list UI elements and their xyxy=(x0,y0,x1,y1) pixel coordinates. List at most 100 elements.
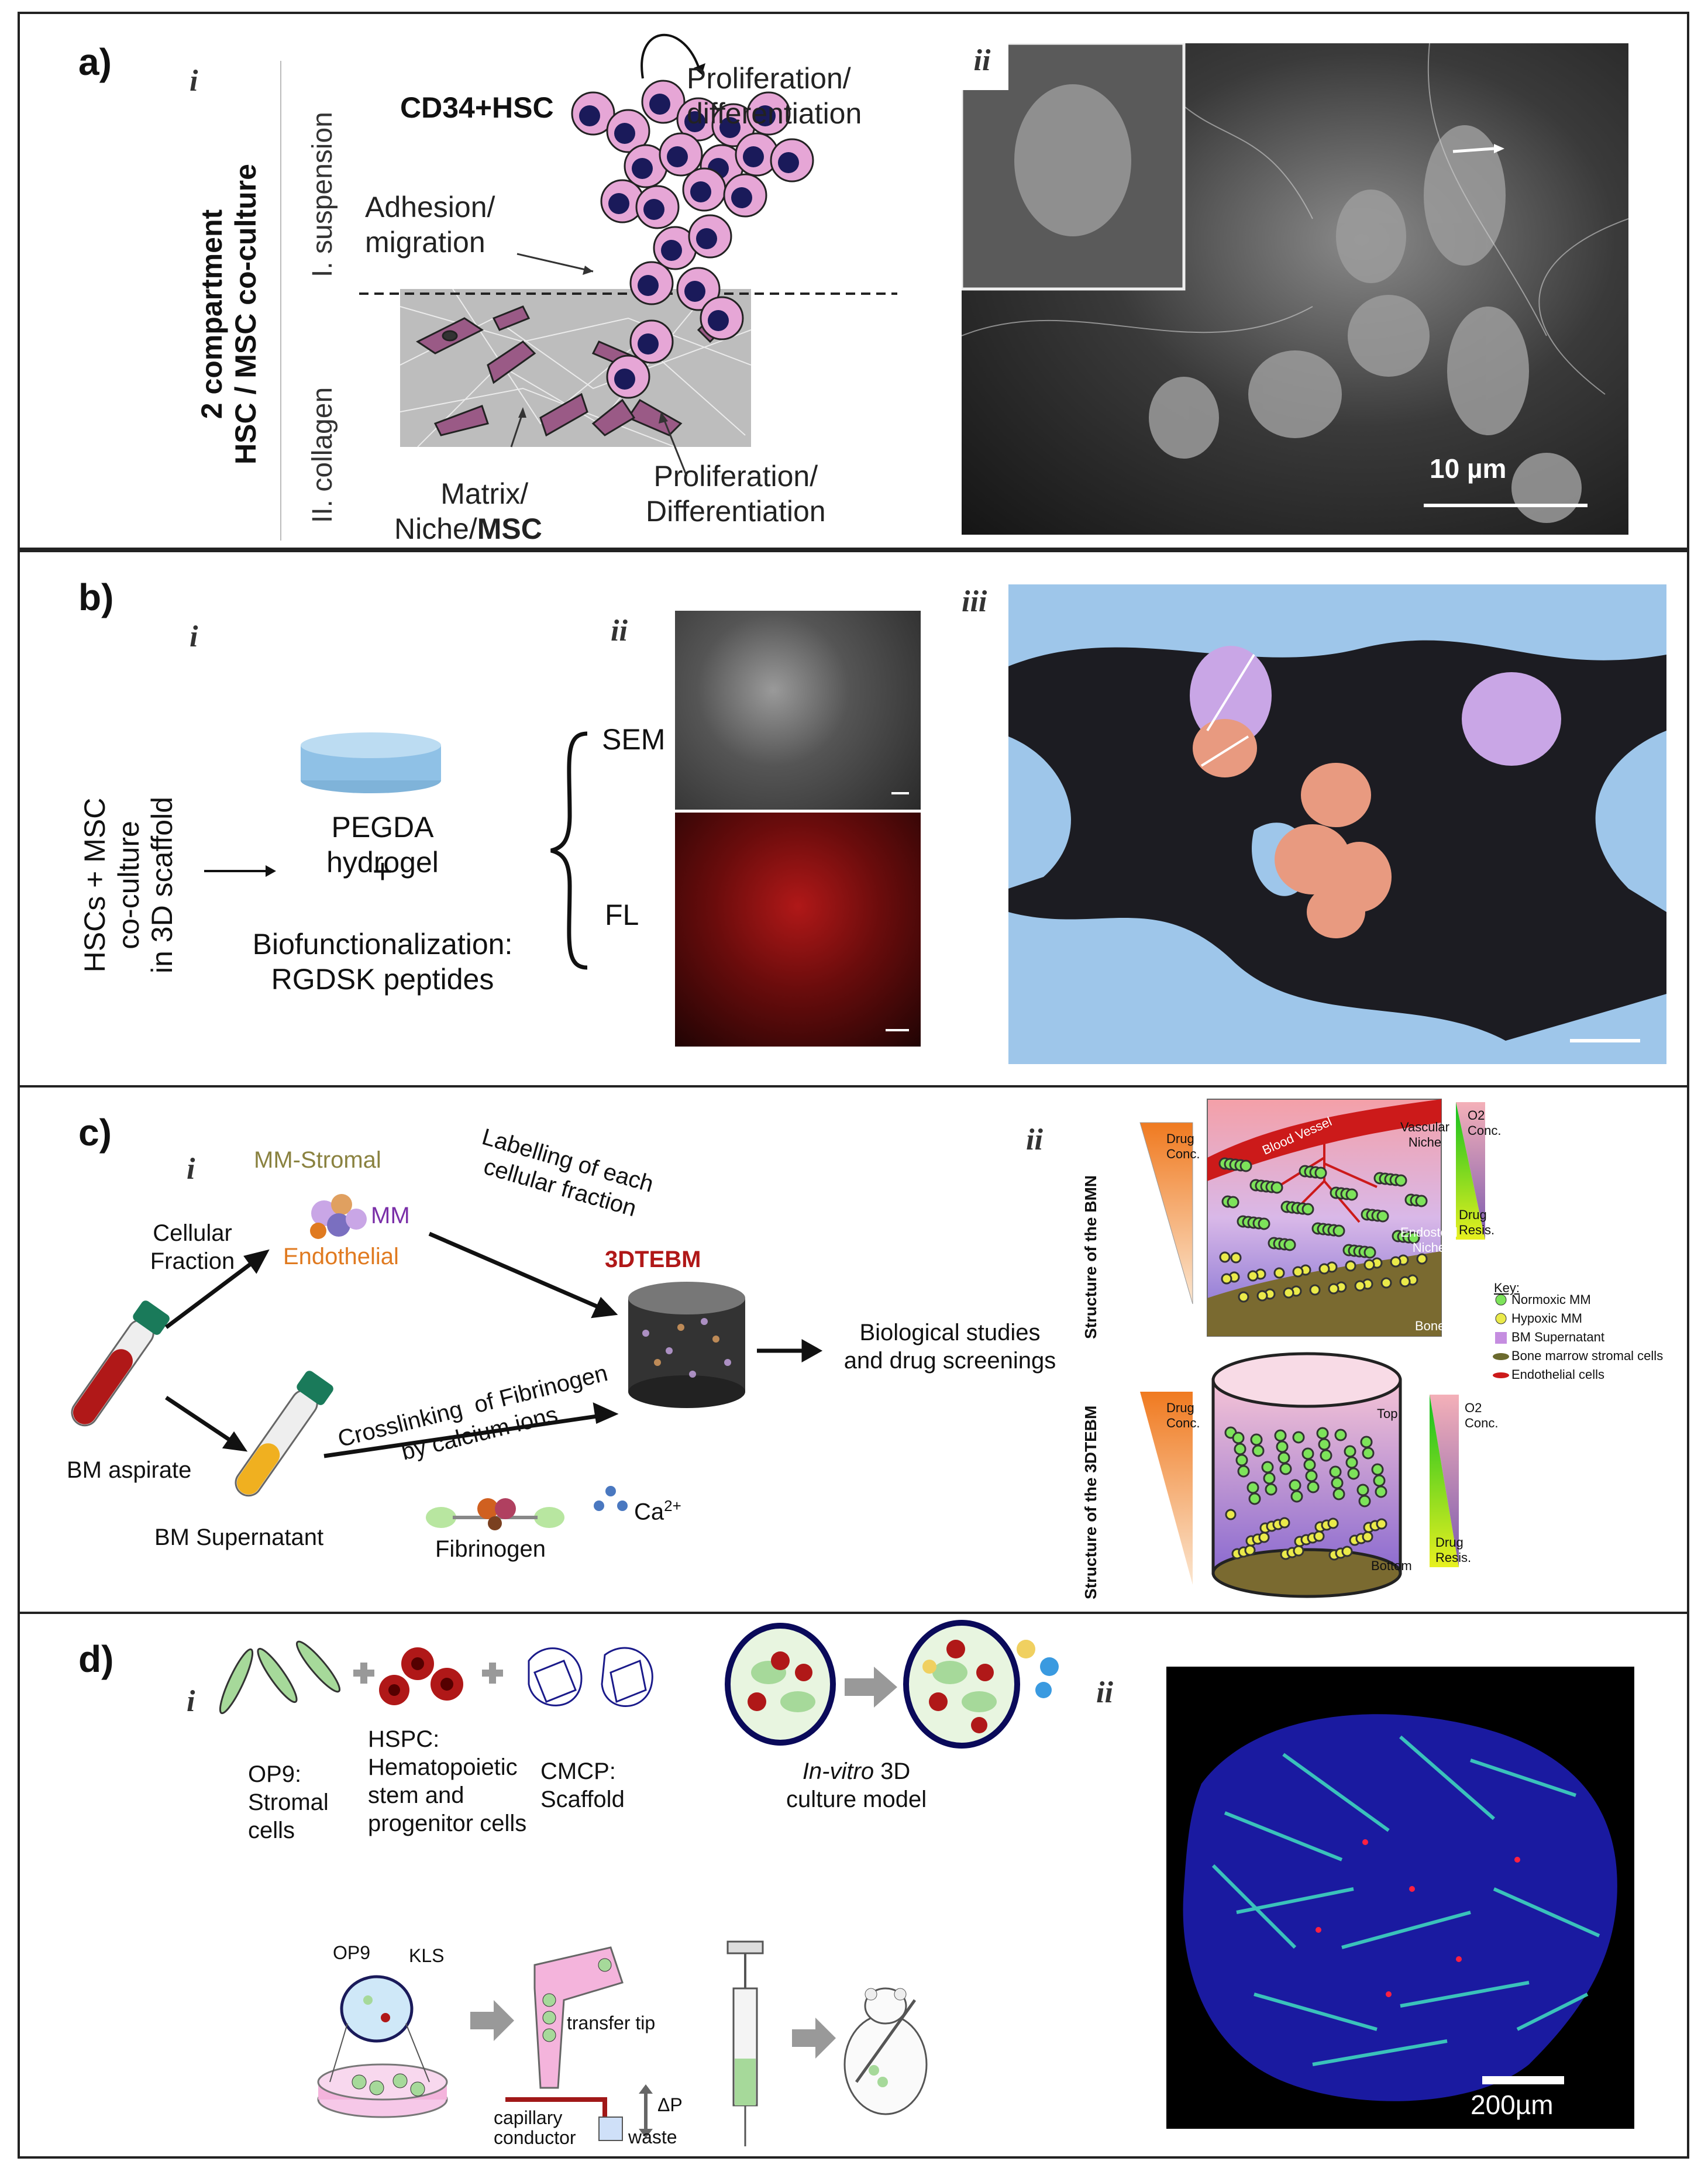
hypoxic-cell xyxy=(1279,1517,1290,1529)
normoxic-cell xyxy=(1415,1195,1428,1207)
hypoxic-cell xyxy=(1309,1284,1321,1296)
tebm-cells xyxy=(1224,1426,1387,1561)
proliferation-top-label: Proliferation/ differentiation xyxy=(687,62,862,130)
normoxic-cell xyxy=(1331,1477,1344,1489)
subpanel-label: i xyxy=(187,1685,195,1718)
endothelial-label: Endothelial xyxy=(283,1244,399,1269)
hypoxic-cell xyxy=(1313,1530,1325,1542)
scaffold-cultured xyxy=(903,1620,1059,1749)
normoxic-cell xyxy=(1363,1246,1376,1259)
hsc-nucleus xyxy=(638,333,659,355)
cd34-label: CD34+HSC xyxy=(400,91,554,124)
hypoxic-cell xyxy=(1390,1256,1401,1268)
scaffold-seeded xyxy=(725,1623,836,1746)
hypoxic-cells xyxy=(1219,1251,1428,1303)
normoxic-cell xyxy=(1344,1445,1356,1458)
calcium-ions xyxy=(594,1486,628,1511)
hypoxic-cell xyxy=(1221,1273,1232,1285)
tebm-label: 3DTEBM xyxy=(605,1247,701,1272)
hypoxic-cell xyxy=(1399,1276,1411,1288)
normoxic-cell xyxy=(1258,1217,1270,1230)
hypoxic-cell xyxy=(1416,1253,1428,1265)
matrix-label: Matrix/ Niche/MSC xyxy=(394,477,542,545)
hypoxic-cell xyxy=(1283,1287,1294,1299)
o2-conc-label: O2 Conc. xyxy=(1465,1400,1499,1431)
arrow xyxy=(204,865,276,877)
kls-label: KLS xyxy=(409,1945,445,1966)
brace xyxy=(550,731,588,970)
normoxic-cell xyxy=(1307,1481,1320,1493)
invitro-label: In-vitro 3D culture model xyxy=(786,1758,927,1812)
hypoxic-cell xyxy=(1362,1531,1373,1543)
niche-structure-diagram xyxy=(1139,1099,1509,1598)
hypoxic-cell xyxy=(1345,1260,1356,1272)
normoxic-cell xyxy=(1305,1469,1318,1482)
stromal-fibers xyxy=(1211,1735,1600,2066)
colored-sem-image xyxy=(1008,584,1666,1064)
normoxic-cell xyxy=(1345,1188,1358,1201)
normoxic-cell xyxy=(1301,1203,1314,1216)
structure-tebm-label: Structure of the 3DTEBM xyxy=(1082,1405,1100,1599)
transfer-tip-apparatus xyxy=(505,1946,653,2141)
hsc-nucleus xyxy=(614,369,635,390)
normoxic-cell xyxy=(1250,1433,1263,1446)
normoxic-cell xyxy=(1234,1443,1246,1455)
mouse-injection xyxy=(843,1987,928,2115)
normoxic-cell xyxy=(1376,1210,1389,1223)
subpanel-label: ii xyxy=(611,614,628,648)
hypoxic-cell xyxy=(1273,1267,1285,1279)
op9-cells xyxy=(219,1640,341,1715)
bottom-label: Bottom xyxy=(1371,1558,1412,1573)
hsc-nucleus xyxy=(667,146,688,167)
hypoxic-cell xyxy=(1318,1263,1330,1275)
panel-label: a) xyxy=(78,41,112,83)
normoxic-cell xyxy=(1265,1483,1277,1496)
workflow-diagram xyxy=(71,1194,823,1530)
hspc-label: HSPC: Hematopoietic stem and progenitor … xyxy=(368,1726,527,1836)
proliferation-bottom-label: Proliferation/ Differentiation xyxy=(646,460,826,528)
subpanel-label: i xyxy=(190,620,198,653)
hsc-nucleus xyxy=(643,199,664,220)
subpanel-label: ii xyxy=(1026,1123,1043,1157)
calcium-label: Ca2+ xyxy=(634,1497,681,1525)
key-item: Normoxic MM xyxy=(1511,1292,1591,1307)
culture-dish xyxy=(317,1975,448,2118)
hypoxic-cell xyxy=(1327,1517,1339,1529)
scale-bar xyxy=(891,792,909,794)
side-title: 2 compartment HSC / MSC co-culture xyxy=(195,164,262,464)
panel-label: c) xyxy=(78,1111,112,1154)
hsc-nucleus xyxy=(731,187,752,208)
vascular-niche-label: Vascular Niche xyxy=(1400,1120,1449,1150)
panel-label: d) xyxy=(78,1638,114,1680)
normoxic-cell xyxy=(1358,1495,1371,1508)
structure-bmn-label: Structure of the BMN xyxy=(1082,1175,1100,1339)
hypoxic-cell xyxy=(1380,1277,1392,1289)
arrow-icon xyxy=(792,2018,836,2059)
hsc-nucleus xyxy=(690,181,711,202)
cmcp-label: CMCP: Scaffold xyxy=(540,1758,625,1812)
msc-cells xyxy=(416,305,735,437)
hsc-nucleus xyxy=(649,94,670,115)
top-label: Top xyxy=(1377,1406,1398,1421)
plus-icon xyxy=(482,1663,503,1684)
subpanel-label: i xyxy=(187,1152,195,1186)
fl-image xyxy=(675,813,921,1047)
hsc-nucleus xyxy=(684,111,705,132)
biofunc-label: Biofunctionalization: RGDSK peptides xyxy=(252,928,513,996)
normoxic-cell xyxy=(1356,1484,1369,1496)
normoxic-cell xyxy=(1345,1456,1358,1469)
normoxic-cell xyxy=(1360,1436,1373,1448)
hspc-cells xyxy=(379,1647,463,1705)
hsc-nucleus xyxy=(614,123,635,144)
hydrogel-label: PEGDA hydrogel xyxy=(326,811,439,879)
workflow-arrows xyxy=(164,1231,823,1458)
normoxic-cell xyxy=(1329,1465,1342,1478)
hsc-coculture-diagram xyxy=(359,33,897,477)
drug-conc-label: Drug Conc. xyxy=(1166,1400,1200,1431)
normoxic-cell xyxy=(1270,1181,1283,1194)
hsc-cells xyxy=(571,80,814,399)
hsc-nucleus xyxy=(719,117,741,138)
sem-micrograph: ii 10 µm xyxy=(956,37,1629,535)
hypoxic-cell xyxy=(1225,1509,1237,1520)
bm-aspirate-label: BM aspirate xyxy=(67,1457,192,1483)
